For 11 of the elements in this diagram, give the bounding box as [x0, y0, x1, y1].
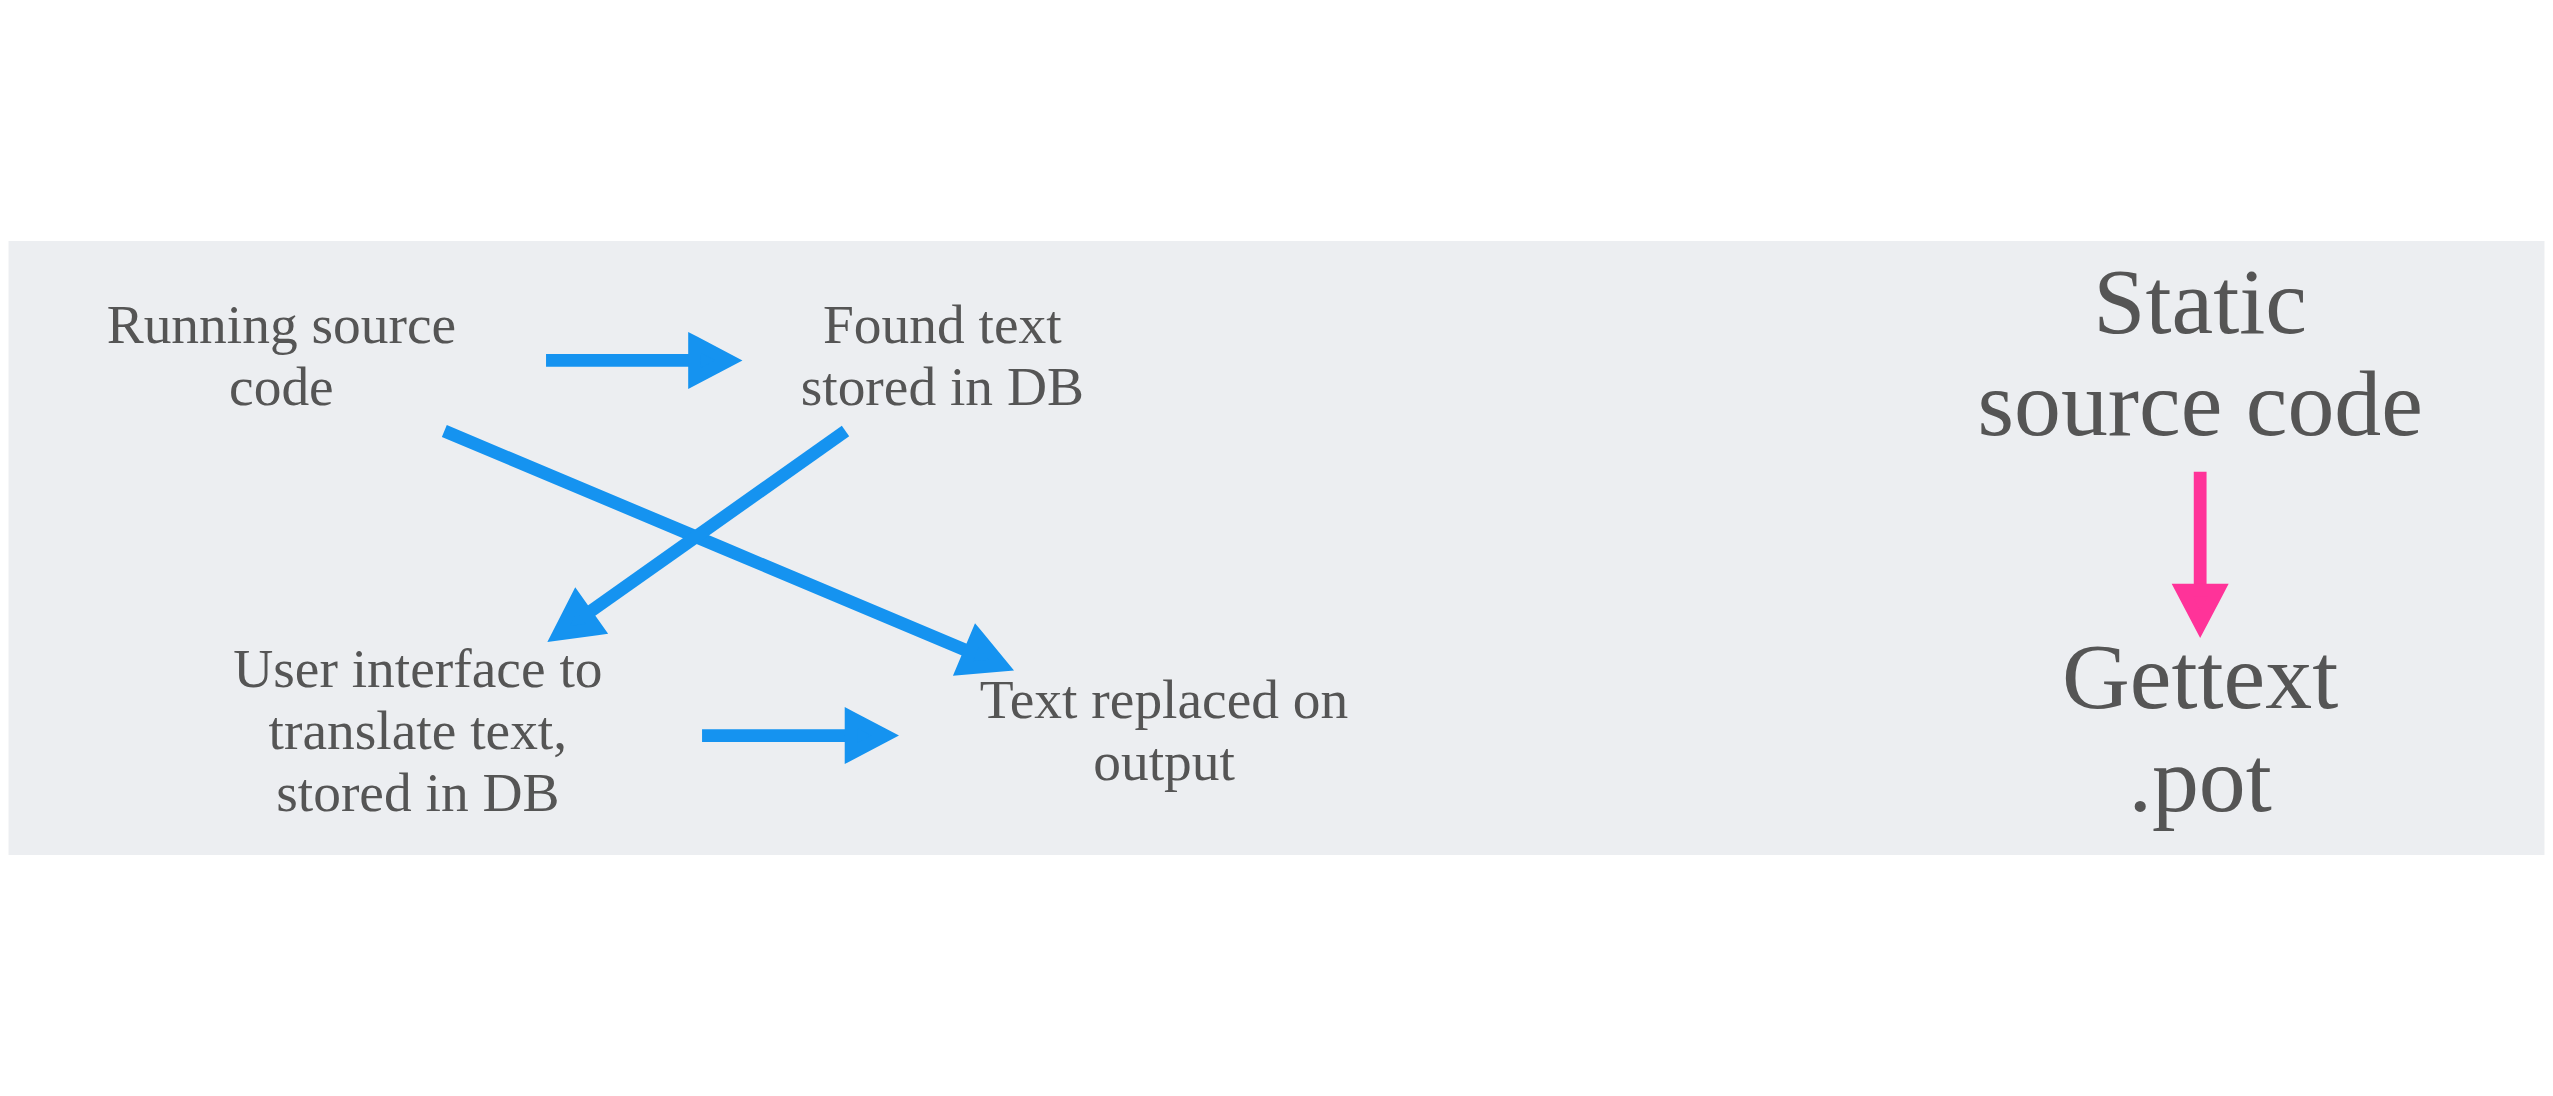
node-text: User interface to translate text, stored in DB [233, 638, 603, 823]
arrow [546, 331, 743, 389]
node-text: Static source code [1977, 249, 2423, 456]
arrow [2171, 471, 2229, 639]
arrow [702, 707, 899, 765]
node-text: Running source code [106, 293, 457, 417]
arrow [441, 425, 1014, 676]
node-text: Text replaced on output [979, 669, 1349, 792]
node-text: Found text stored in DB [800, 293, 1084, 417]
arrow [547, 425, 850, 642]
node-text: Gettext .pot [2062, 624, 2339, 831]
